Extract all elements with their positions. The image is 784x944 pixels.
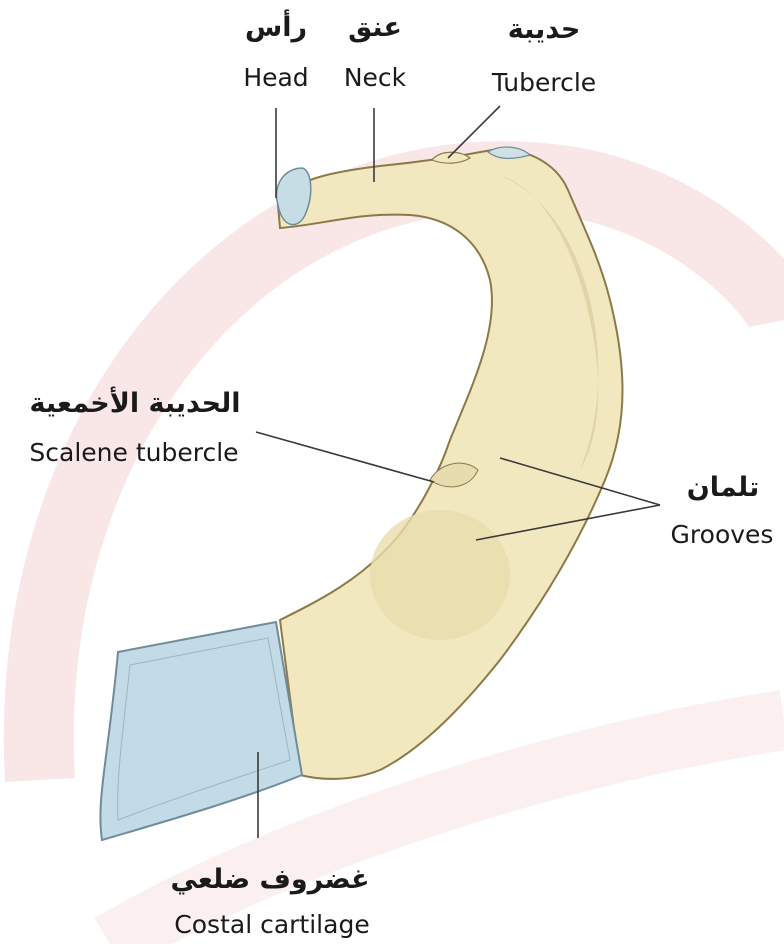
costal-cartilage xyxy=(100,622,302,840)
groove-hollow xyxy=(370,510,510,640)
scalene-tubercle-label-arabic: الحديبة الأخمعية xyxy=(20,390,250,417)
scalene-tubercle-label: Scalene tubercle xyxy=(6,440,262,465)
tubercle-label-arabic: حديبة xyxy=(484,16,604,43)
costal-cartilage-label: Costal cartilage xyxy=(150,912,394,937)
head-label-arabic: رأس xyxy=(236,14,316,41)
tubercle-label: Tubercle xyxy=(474,70,614,95)
costal-cartilage-label-arabic: غضروف ضلعي xyxy=(160,866,380,893)
head-label: Head xyxy=(226,65,326,90)
grooves-label: Grooves xyxy=(660,522,784,547)
neck-label-arabic: عنق xyxy=(335,14,415,41)
leader-scalene xyxy=(256,432,434,482)
neck-label: Neck xyxy=(325,65,425,90)
grooves-label-arabic: تلمان xyxy=(668,474,778,501)
